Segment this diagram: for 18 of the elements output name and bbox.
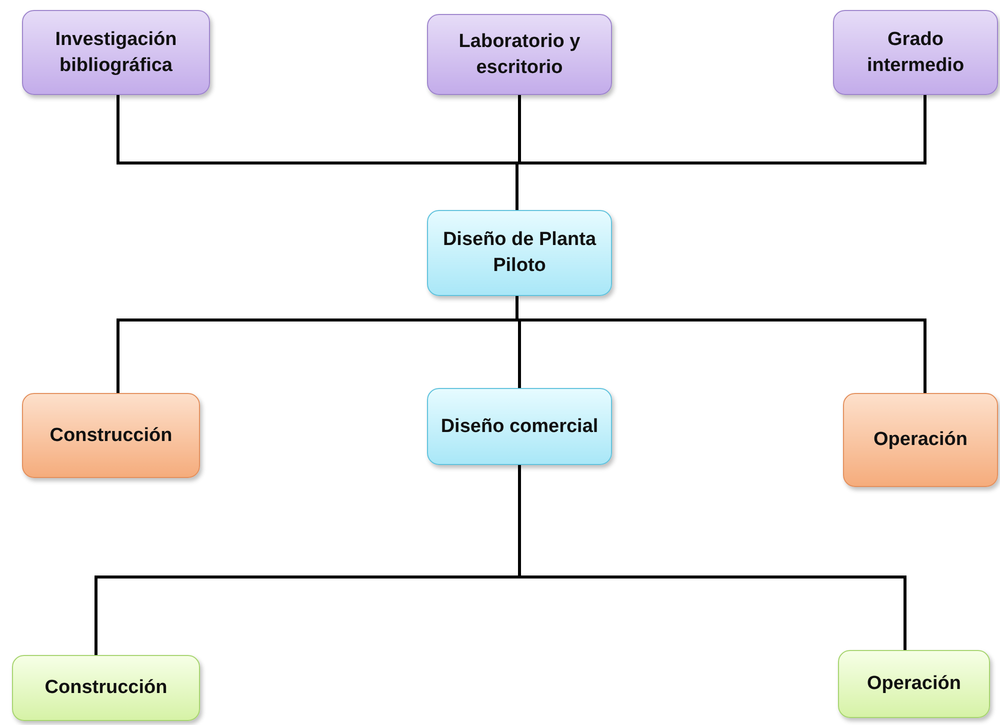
box-label: Grado intermedio <box>866 28 966 78</box>
process-box <box>12 655 200 721</box>
process-box <box>427 14 612 95</box>
box-label: Diseño comercial <box>440 414 598 439</box>
box-label: Construcción <box>44 676 168 700</box>
box-label: Laboratorio y escritorio <box>458 30 582 80</box>
box-label: Operación <box>874 428 968 452</box>
box-label: Diseño de Planta Piloto <box>442 228 598 278</box>
process-box <box>833 10 998 95</box>
process-box <box>22 393 200 478</box>
process-box <box>427 210 612 296</box>
box-label: Investigación bibliográfica <box>54 28 178 78</box>
box-label: Operación <box>867 672 961 696</box>
process-box <box>838 650 990 718</box>
process-box <box>843 393 998 487</box>
process-box <box>427 388 612 465</box>
box-label: Construcción <box>50 424 172 448</box>
process-box <box>22 10 210 95</box>
